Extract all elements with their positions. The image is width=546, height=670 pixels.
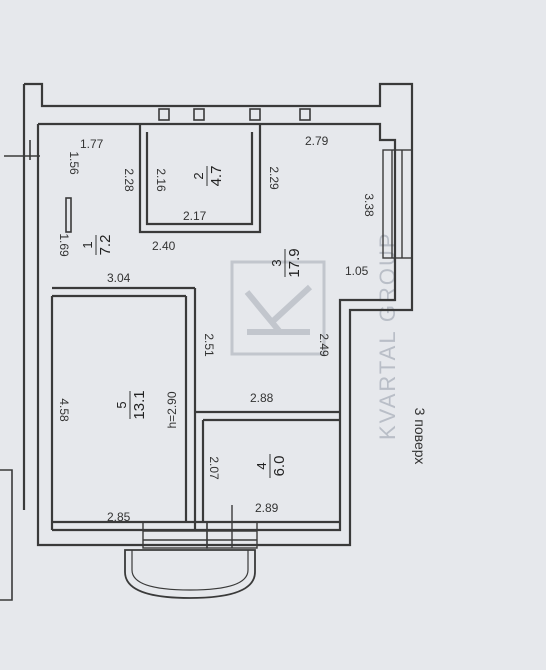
- dim-label: 2.40: [152, 239, 176, 253]
- vent-duct-icon: [158, 108, 170, 121]
- dim-label: 2.88: [250, 391, 274, 405]
- entrance-door: [4, 140, 40, 160]
- dim-label: 1.69: [57, 233, 71, 257]
- room-2-walls: [138, 124, 262, 234]
- dim-label: 2.29: [267, 166, 281, 190]
- dim-label: 2.89: [255, 501, 279, 515]
- room-1-label: 1 7.2: [80, 235, 114, 256]
- watermark-logo: [230, 260, 326, 356]
- dim-label: 1.05: [345, 264, 369, 278]
- room-area: 17.9: [286, 248, 303, 277]
- room-area: 7.2: [97, 235, 114, 256]
- outer-wall-inner: [36, 122, 397, 532]
- room-2-label: 2 4.7: [191, 166, 225, 187]
- room-number: 4: [254, 462, 269, 469]
- partition-1-5: [52, 286, 195, 298]
- dim-label: 1.56: [67, 151, 81, 175]
- left-stub-wall: [0, 469, 13, 601]
- vent-duct-icon: [249, 108, 261, 121]
- room-number: 1: [80, 241, 95, 248]
- room-3-label: 3 17.9: [269, 248, 303, 277]
- room-5-walls: [50, 288, 197, 530]
- room-number: 5: [114, 401, 129, 408]
- dim-label: 2.28: [122, 168, 136, 192]
- dim-label: 2.79: [305, 134, 329, 148]
- watermark-k-icon: [244, 284, 313, 335]
- dim-label: 2.51: [202, 333, 216, 357]
- room-5-label: 5 13.1: [114, 390, 148, 419]
- room-4-label: 4 6.0: [254, 454, 288, 478]
- dim-label: 2.85: [107, 510, 131, 524]
- watermark-frame: [230, 260, 326, 356]
- vent-duct-icon: [193, 108, 205, 121]
- room-number: 2: [191, 172, 206, 179]
- balcony-bay: [124, 549, 256, 599]
- room-area: 6.0: [271, 456, 288, 477]
- dim-label: 3.38: [362, 193, 376, 217]
- ceiling-height: h=2.90: [165, 391, 179, 428]
- window-bottom-left: [142, 521, 208, 549]
- room-area: 13.1: [131, 390, 148, 419]
- window-bottom-right: [206, 505, 258, 549]
- dim-label: 4.58: [57, 398, 71, 422]
- floor-label: 3 поверх: [412, 408, 428, 465]
- dim-label: 2.17: [183, 209, 207, 223]
- dim-label: 2.07: [207, 456, 221, 480]
- vent-ducts: [158, 108, 311, 121]
- dim-label: 2.49: [317, 333, 331, 357]
- room-area: 4.7: [208, 166, 225, 187]
- vent-duct-icon: [299, 108, 311, 121]
- wall-pillar: [65, 197, 72, 233]
- room-number: 3: [269, 259, 284, 266]
- balcony-window-right: [382, 149, 413, 259]
- watermark-text: KVARTAL GROUP: [375, 231, 400, 440]
- outer-wall: [22, 82, 414, 547]
- dim-label: 2.16: [154, 168, 168, 192]
- room-4-walls: [193, 410, 340, 530]
- dim-label: 1.77: [80, 137, 104, 151]
- balcony-bay-inner: [131, 550, 249, 591]
- dim-label: 3.04: [107, 271, 131, 285]
